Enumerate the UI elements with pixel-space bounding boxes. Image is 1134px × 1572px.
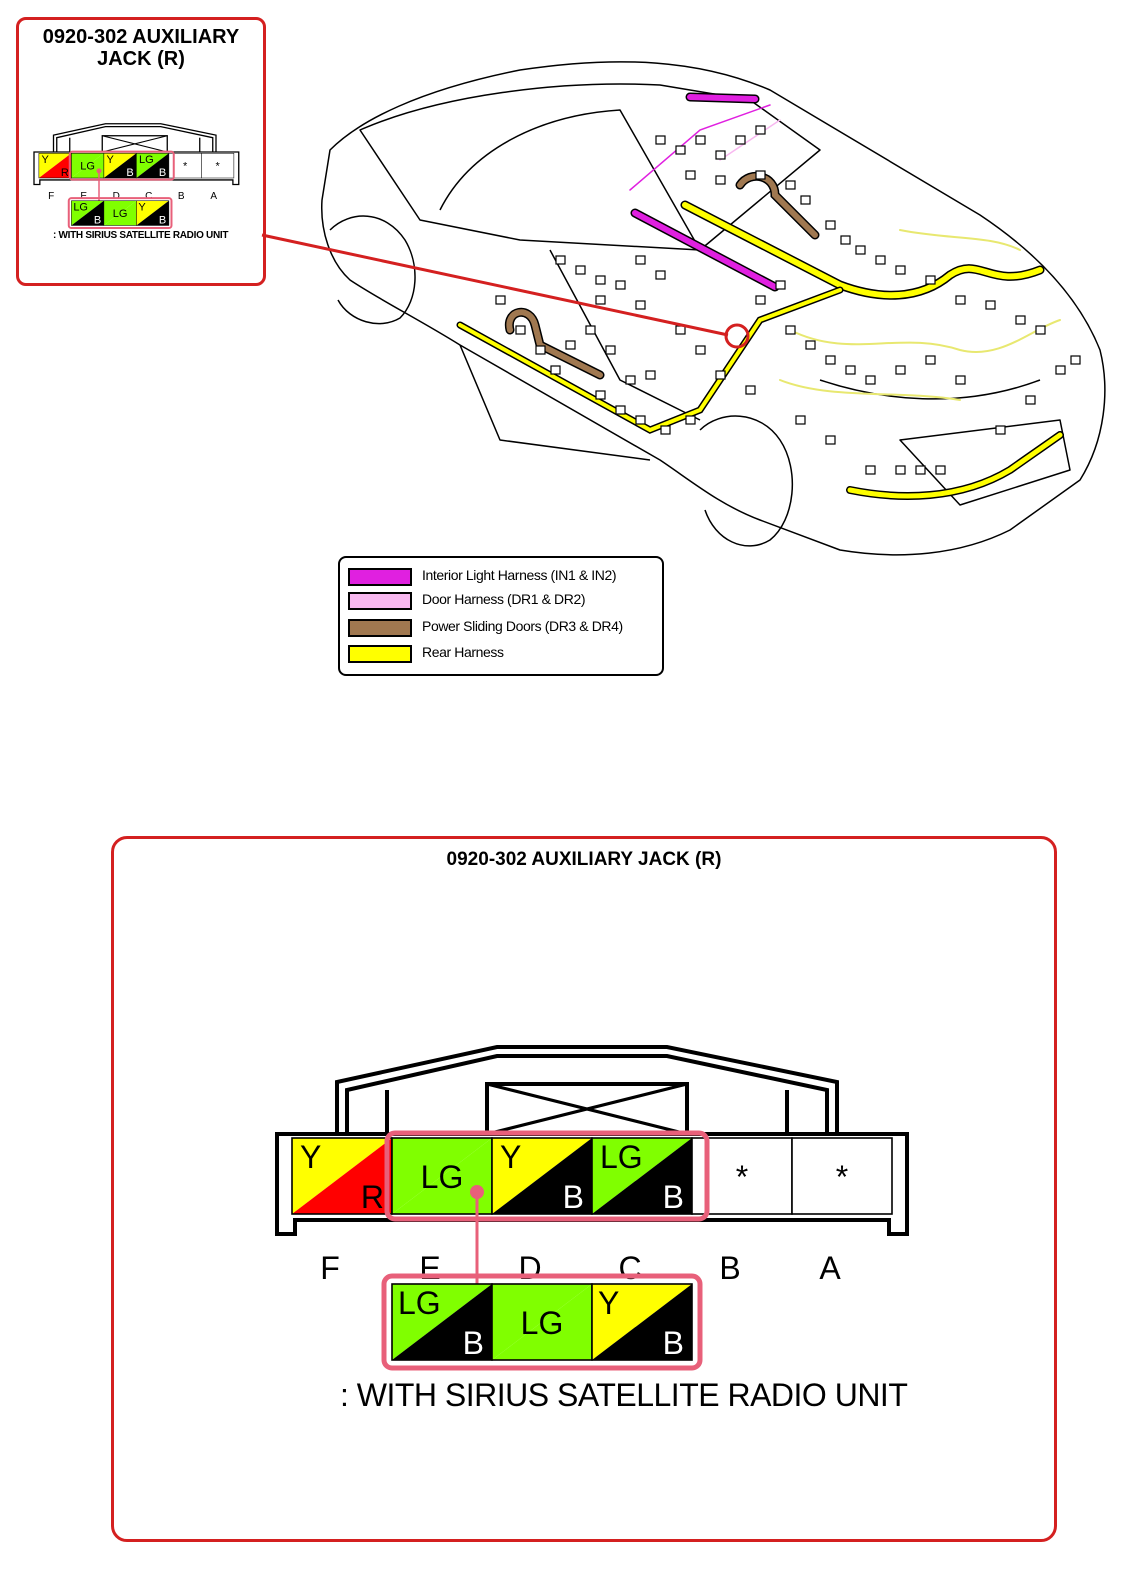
detail-pin-b-top-label: * — [736, 1159, 748, 1195]
detail-alt-cell-3-top-label: Y — [598, 1285, 619, 1321]
inset-pin-d-bottom-label: B — [126, 167, 133, 179]
inset-alt-cell-3-bottom-label: B — [159, 215, 166, 227]
detail-pin-b-cell: * — [691, 1137, 793, 1215]
inset-link-dot — [96, 168, 102, 174]
inset-pin-letter-f: F — [48, 191, 54, 202]
legend-label: Door Harness (DR1 & DR2) — [422, 591, 586, 607]
inset-pin-a-cell: * — [201, 153, 235, 179]
inset-pin-b-cell: * — [168, 153, 202, 179]
inset-pin-c-cell: LG B — [136, 153, 170, 179]
harness-legend: Interior Light Harness (IN1 & IN2) Door … — [338, 556, 664, 676]
detail-pin-e-top-label: LG — [421, 1159, 464, 1195]
inset-pin-c-bottom-label: B — [159, 167, 166, 179]
inset-pin-f-top-label: Y — [41, 154, 49, 166]
detail-pin-a-top-label: * — [836, 1159, 848, 1195]
inset-alt-highlight-frame — [67, 197, 173, 230]
detail-pin-letter-e: E — [419, 1250, 440, 1286]
inset-pin-d-cell: YB — [103, 153, 137, 179]
detail-pin-d-top-label: Y — [500, 1139, 521, 1175]
detail-pin-a-cell: * — [791, 1137, 893, 1215]
inset-alt-cell-1-bottom-label: B — [94, 215, 101, 227]
inset-pin-b-top-label: * — [183, 161, 188, 173]
inset-alt-cell-3-top-label: Y — [138, 202, 146, 214]
detail-pin-letter-a: A — [819, 1250, 841, 1286]
inset-note: : WITH SIRIUS SATELLITE RADIO UNIT — [53, 230, 229, 241]
detail-pin-c-bottom-label: B — [663, 1179, 684, 1215]
detail-alt-cell-2: LG — [491, 1283, 593, 1361]
legend-swatch — [348, 592, 412, 610]
inset-pin-letter-d: D — [113, 191, 120, 202]
detail-alt-cell-1-bottom-label: B — [463, 1325, 484, 1361]
inset-title-line2: JACK (R) — [97, 48, 185, 70]
legend-label: Rear Harness — [422, 644, 504, 660]
inset-pin-e-top-label: LG — [80, 161, 95, 173]
legend-swatch — [348, 568, 412, 586]
inset-pin-a-top-label: * — [215, 161, 220, 173]
inset-pin-f-cell: YR — [38, 153, 72, 179]
detail-pin-f-cell: YR — [291, 1137, 393, 1215]
inset-pin-c-top-label: LG — [139, 154, 154, 166]
detail-highlight-frame — [384, 1130, 710, 1222]
inset-alt-cell-1-top-label: LG — [73, 202, 88, 214]
detail-pin-e-cell: LG — [391, 1137, 493, 1215]
inset-pin-d-top-label: Y — [106, 154, 114, 166]
legend-label: Power Sliding Doors (DR3 & DR4) — [422, 618, 623, 634]
locator-circle-icon — [724, 323, 750, 349]
car-wiring-illustration — [261, 61, 1106, 556]
inset-pin-letter-c: C — [145, 191, 152, 202]
inset-title: 0920-302 AUXILIARY JACK (R) — [19, 26, 263, 70]
inset-alt-cell-3: YB — [136, 200, 170, 227]
inset-pin-letter-e: E — [80, 191, 87, 202]
detail-pin-letter-b: B — [719, 1250, 740, 1286]
detail-note: : WITH SIRIUS SATELLITE RADIO UNIT — [340, 1377, 908, 1413]
detail-pin-d-bottom-label: B — [563, 1179, 584, 1215]
callout-line — [261, 233, 729, 337]
detail-pin-letter-c: C — [618, 1250, 641, 1286]
detail-pin-f-bottom-label: R — [361, 1179, 384, 1215]
detail-pin-c-cell: LG B — [591, 1137, 693, 1215]
detail-title: 0920-302 AUXILIARY JACK (R) — [446, 849, 722, 870]
detail-pin-letter-f: F — [320, 1250, 340, 1286]
detail-pin-c-top-label: LG — [600, 1139, 643, 1175]
detail-alt-highlight-frame — [381, 1273, 703, 1371]
detail-pin-d-cell: YB — [491, 1137, 593, 1215]
inset-highlight-frame — [68, 150, 175, 181]
detail-alt-cell-3: YB — [591, 1283, 693, 1361]
inset-pin-letter-a: A — [210, 191, 217, 202]
inset-alt-cell-2-top-label: LG — [113, 208, 128, 220]
detail-pin-f-top-label: Y — [300, 1139, 321, 1175]
detail-alt-cell-1: LG B — [391, 1283, 493, 1361]
legend-swatch — [348, 645, 412, 663]
inset-pin-e-cell: LG — [71, 153, 105, 179]
legend-swatch — [348, 619, 412, 637]
inset-title-line1: 0920-302 AUXILIARY — [42, 26, 240, 48]
detail-link-dot — [470, 1185, 484, 1199]
inset-pin-f-bottom-label: R — [61, 167, 69, 179]
inset-alt-cell-2: LG — [103, 200, 137, 226]
detail-alt-cell-2-top-label: LG — [521, 1305, 564, 1341]
detail-alt-cell-3-bottom-label: B — [663, 1325, 684, 1361]
inset-pin-letter-b: B — [178, 191, 185, 202]
legend-label: Interior Light Harness (IN1 & IN2) — [422, 567, 617, 583]
detail-pin-letter-d: D — [518, 1250, 541, 1286]
detail-alt-cell-1-top-label: LG — [398, 1285, 441, 1321]
